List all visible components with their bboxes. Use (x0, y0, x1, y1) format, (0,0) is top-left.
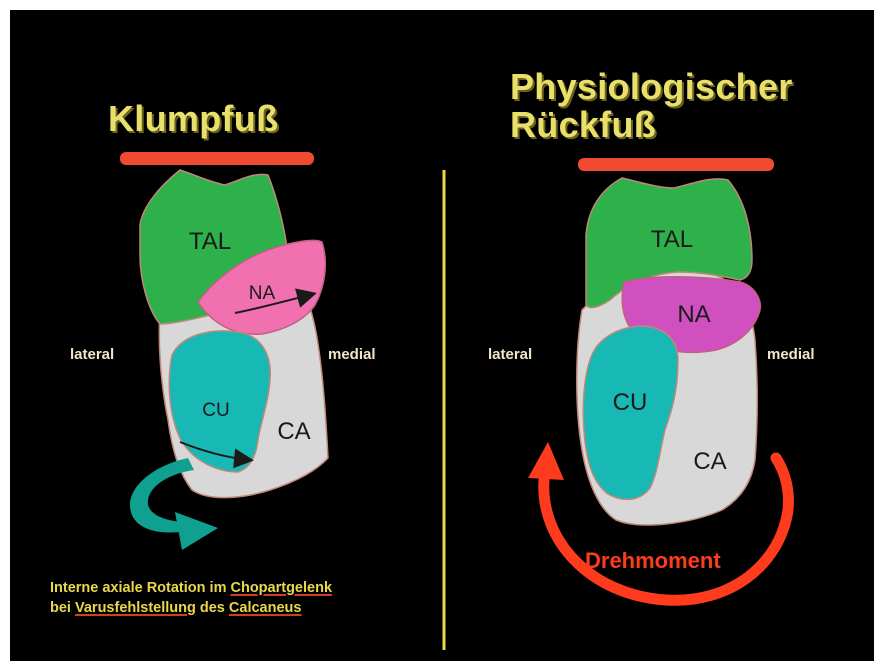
right-red-bar (578, 158, 774, 171)
right-talus-label: TAL (651, 226, 693, 254)
right-title-line1: Physiologischer (510, 68, 793, 106)
right-label-lateral: lateral (488, 346, 532, 363)
slide: Klumpfuß Physiologischer Rückfuß lateral… (10, 10, 874, 661)
caption-varusfehlstellung: Varusfehlstellung (75, 600, 196, 616)
caption-line2-prefix: bei (50, 600, 75, 616)
caption-calcaneus: Calcaneus (229, 600, 302, 616)
caption-line2-mid: des (196, 600, 229, 616)
left-title: Klumpfuß (108, 100, 278, 138)
caption-line-1: Interne axiale Rotation im Chopartgelenk (50, 578, 332, 598)
right-calcaneus-label: CA (693, 448, 726, 476)
left-rotation-arrow-head (175, 512, 218, 550)
left-talus-label: TAL (189, 228, 231, 256)
left-cuboid-label: CU (202, 400, 229, 422)
caption-line-2: bei Varusfehlstellung des Calcaneus (50, 598, 332, 618)
left-label-medial: medial (328, 346, 376, 363)
left-label-lateral: lateral (70, 346, 114, 363)
right-moment-arrow-head (528, 442, 564, 480)
caption-chopartgelenk: Chopartgelenk (231, 580, 333, 596)
right-title: Physiologischer Rückfuß (510, 68, 793, 144)
right-navicular-label: NA (677, 301, 710, 329)
drehmoment-label: Drehmoment (585, 548, 721, 574)
caption-line1-prefix: Interne axiale Rotation im (50, 580, 231, 596)
left-calcaneus-label: CA (277, 418, 310, 446)
right-label-medial: medial (767, 346, 815, 363)
left-navicular-label: NA (249, 283, 275, 305)
right-cuboid-label: CU (613, 389, 648, 417)
left-red-bar (120, 152, 314, 165)
left-caption: Interne axiale Rotation im Chopartgelenk… (50, 578, 332, 618)
right-title-line2: Rückfuß (510, 106, 793, 144)
